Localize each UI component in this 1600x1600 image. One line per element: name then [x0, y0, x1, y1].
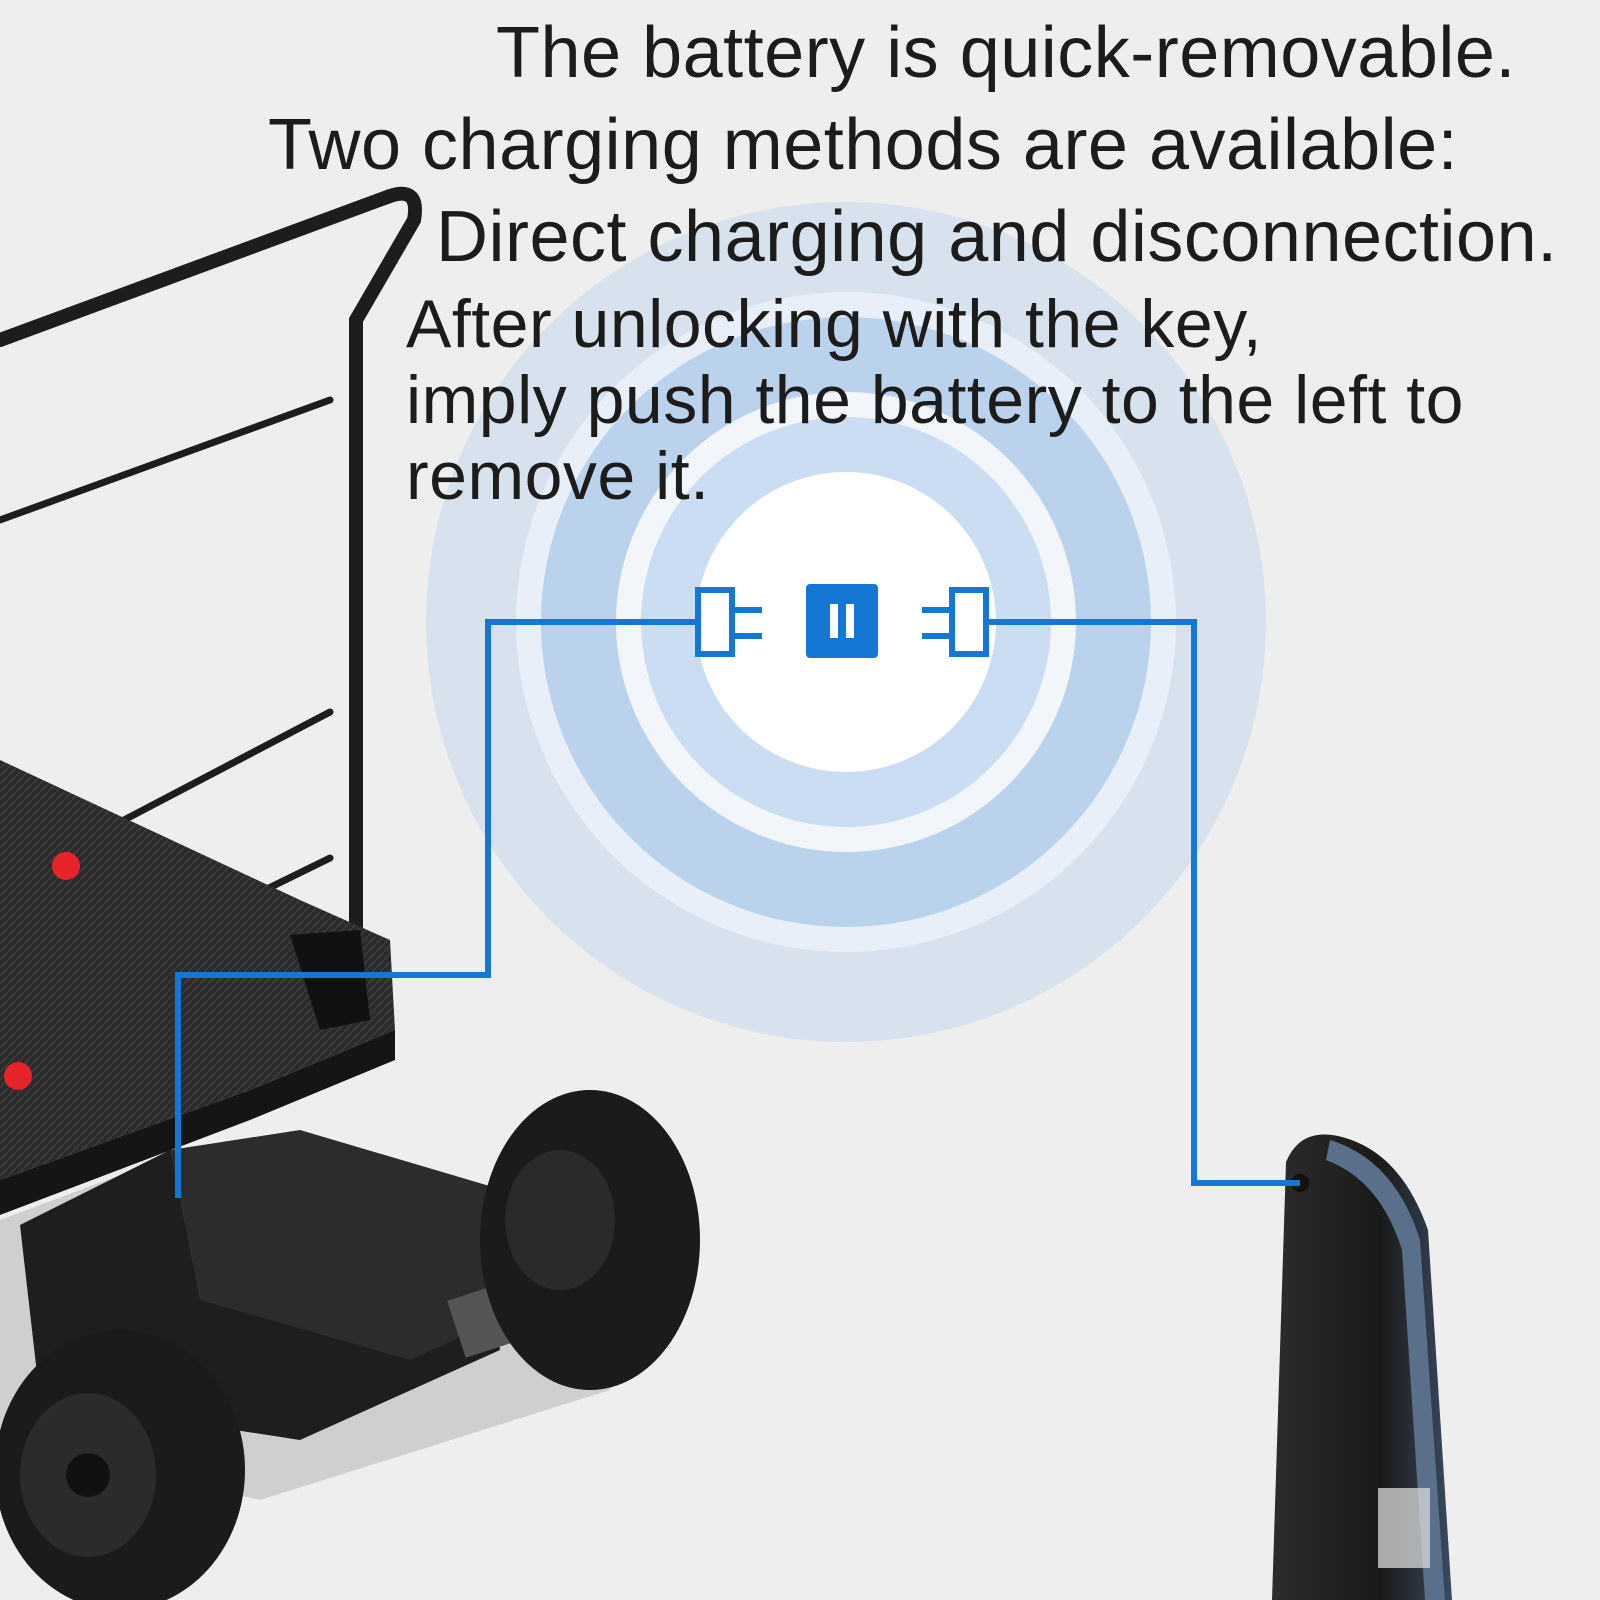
- battery-pack: [1272, 1134, 1452, 1600]
- red-button-icon: [52, 852, 80, 880]
- red-button-icon: [4, 1062, 32, 1090]
- caption-direct-charging: Direct charging and disconnection.: [436, 197, 1558, 277]
- caption-line-unlock: After unlocking with the key,: [406, 286, 1263, 362]
- connector-lines: [175, 619, 1300, 1198]
- rear-wheel: [480, 1090, 700, 1390]
- front-wheel: [0, 1330, 245, 1600]
- caption-removal-instructions: After unlocking with the key, imply push…: [406, 286, 1464, 514]
- cart-deck: [0, 760, 395, 1215]
- cart-battery: [170, 1130, 520, 1360]
- plug-left-icon: [695, 587, 762, 657]
- caption-quick-removable: The battery is quick-removable.: [496, 13, 1516, 93]
- plug-right-icon: [922, 587, 989, 657]
- caption-line-push: imply push the battery to the left to: [406, 362, 1464, 438]
- warning-label: [1378, 1488, 1430, 1568]
- caption-charging-methods: Two charging methods are available:: [268, 105, 1459, 185]
- caption-line-remove: remove it.: [406, 438, 710, 514]
- battery-socket-icon: [806, 584, 878, 658]
